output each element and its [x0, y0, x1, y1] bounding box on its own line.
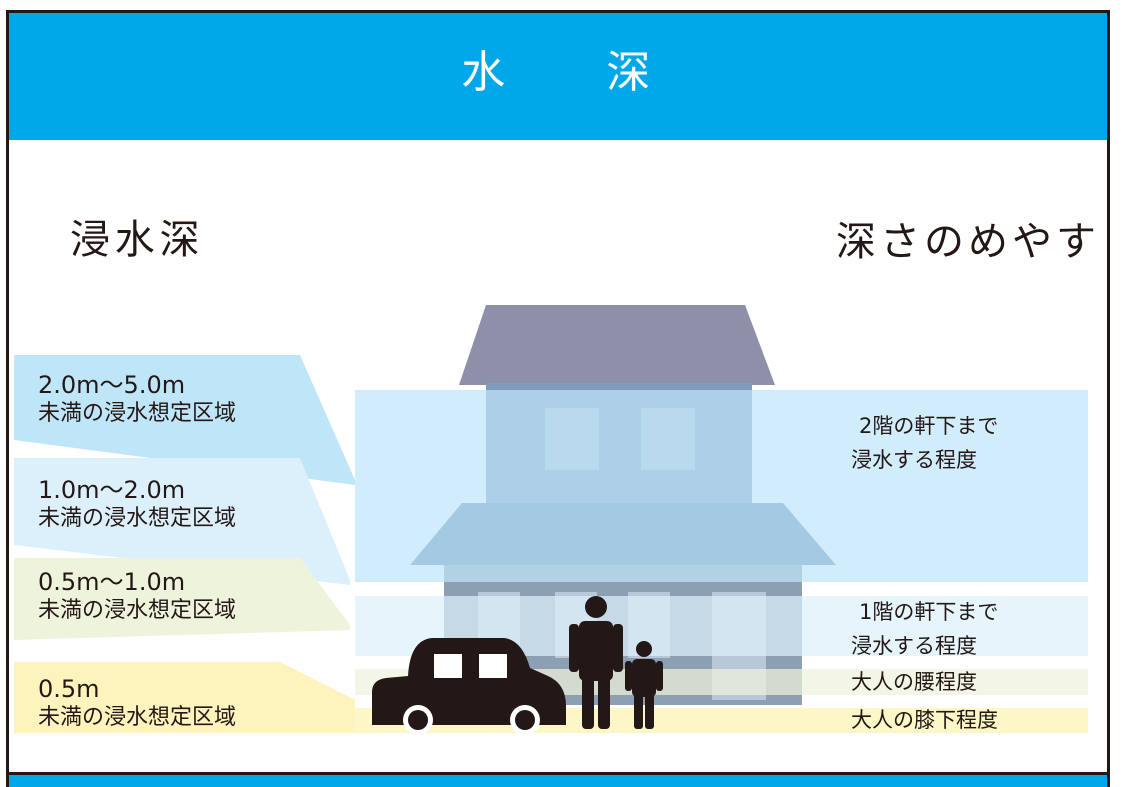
page-title: 水 深: [461, 47, 655, 98]
child-figure-icon: [625, 641, 663, 729]
depth-range: 0.5m〜1.0m: [38, 568, 186, 596]
guide-knee: 大人の膝下程度: [851, 708, 998, 732]
depth-area: 未満の浸水想定区域: [38, 705, 237, 730]
car-icon: [372, 638, 566, 735]
pointer-05-1m: [14, 558, 350, 640]
depth-label-2-5m: 2.0m〜5.0m 未満の浸水想定区域: [38, 370, 236, 428]
guide-line: 2階の軒下まで: [859, 414, 999, 438]
depth-heading: 浸水深: [70, 217, 205, 263]
depth-area: 未満の浸水想定区域: [38, 506, 237, 531]
guide-heading: 深さのめやす: [836, 219, 1100, 265]
band-2-5m: [355, 390, 1088, 582]
depth-range: 0.5m: [38, 675, 100, 703]
guide-second-floor: 2階の軒下まで 浸水する程度: [851, 410, 998, 477]
depth-range: 1.0m〜2.0m: [38, 476, 186, 504]
header-bar: 水 深: [9, 13, 1107, 140]
pointer-2-5m: [14, 355, 355, 485]
footer-bar: [9, 772, 1107, 787]
depth-range: 2.0m〜5.0m: [38, 371, 186, 399]
guide-line: 浸水する程度: [851, 447, 977, 472]
guide-first-floor: 1階の軒下まで 浸水する程度: [851, 596, 998, 663]
adult-figure-icon: [569, 596, 623, 729]
depth-label-05-1m: 0.5m〜1.0m 未満の浸水想定区域: [38, 567, 236, 625]
upper-roof: [459, 305, 775, 385]
depth-area: 未満の浸水想定区域: [38, 598, 237, 623]
guide-waist: 大人の腰程度: [851, 670, 977, 694]
pointer-1-2m: [14, 458, 350, 585]
depth-label-1-2m: 1.0m〜2.0m 未満の浸水想定区域: [38, 475, 236, 533]
guide-line: 1階の軒下まで: [859, 600, 999, 624]
depth-area: 未満の浸水想定区域: [38, 401, 237, 426]
depth-label-under-05m: 0.5m 未満の浸水想定区域: [38, 674, 236, 732]
pointer-under-05m: [14, 662, 355, 733]
guide-line: 浸水する程度: [851, 633, 977, 658]
